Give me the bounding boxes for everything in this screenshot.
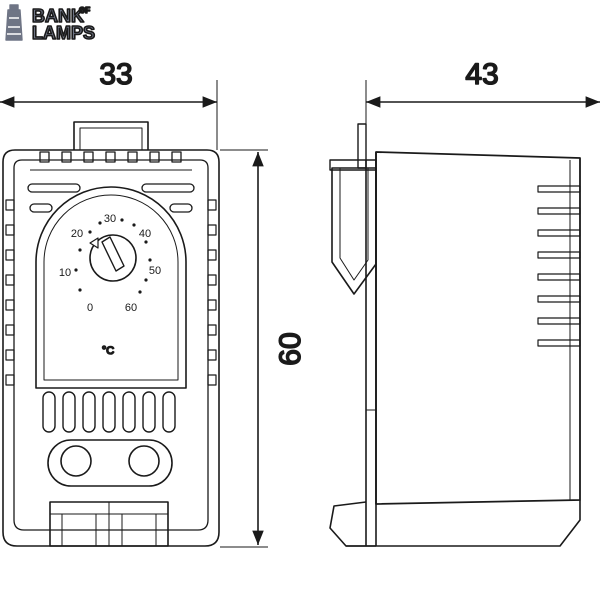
top-slots bbox=[27, 183, 195, 213]
top-notches bbox=[30, 151, 192, 171]
side-view bbox=[329, 123, 581, 547]
logo-line2: LAMPS bbox=[32, 23, 95, 43]
dial-knob[interactable] bbox=[89, 234, 137, 282]
logo-line1: BANK bbox=[32, 6, 84, 26]
dimension-height-label: 60 bbox=[274, 332, 307, 365]
dial-label-60: 60 bbox=[125, 302, 137, 314]
side-vents bbox=[537, 185, 581, 347]
dimension-width: 33 bbox=[0, 57, 218, 150]
dimension-height: 60 bbox=[220, 149, 308, 548]
dial-label-20: 20 bbox=[71, 228, 83, 240]
bank-of-lamps-logo: BANK OF LAMPS bbox=[5, 4, 96, 44]
dial-label-40: 40 bbox=[139, 228, 151, 240]
dial-scale-dots bbox=[74, 218, 152, 294]
bottom-clamp bbox=[35, 501, 185, 547]
lighthouse-icon bbox=[5, 4, 23, 41]
front-view: 0 10 20 30 40 50 60 °C bbox=[2, 121, 220, 547]
dial-pointer-icon bbox=[89, 237, 99, 249]
dimension-width-label: 33 bbox=[99, 58, 132, 91]
right-vents bbox=[207, 199, 217, 386]
dial-scale: 0 10 20 30 40 50 60 bbox=[59, 213, 161, 314]
logo-of: OF bbox=[79, 6, 90, 15]
dimension-depth: 43 bbox=[365, 57, 600, 130]
dial-label-0: 0 bbox=[87, 302, 93, 314]
dial-label-50: 50 bbox=[149, 265, 161, 277]
dial-label-10: 10 bbox=[59, 267, 71, 279]
dial-label-30: 30 bbox=[104, 213, 116, 225]
terminal-openings bbox=[47, 439, 173, 487]
left-vents bbox=[5, 199, 15, 386]
lower-vents bbox=[42, 391, 176, 433]
dimension-depth-label: 43 bbox=[465, 58, 498, 91]
dial-unit: °C bbox=[102, 345, 114, 357]
